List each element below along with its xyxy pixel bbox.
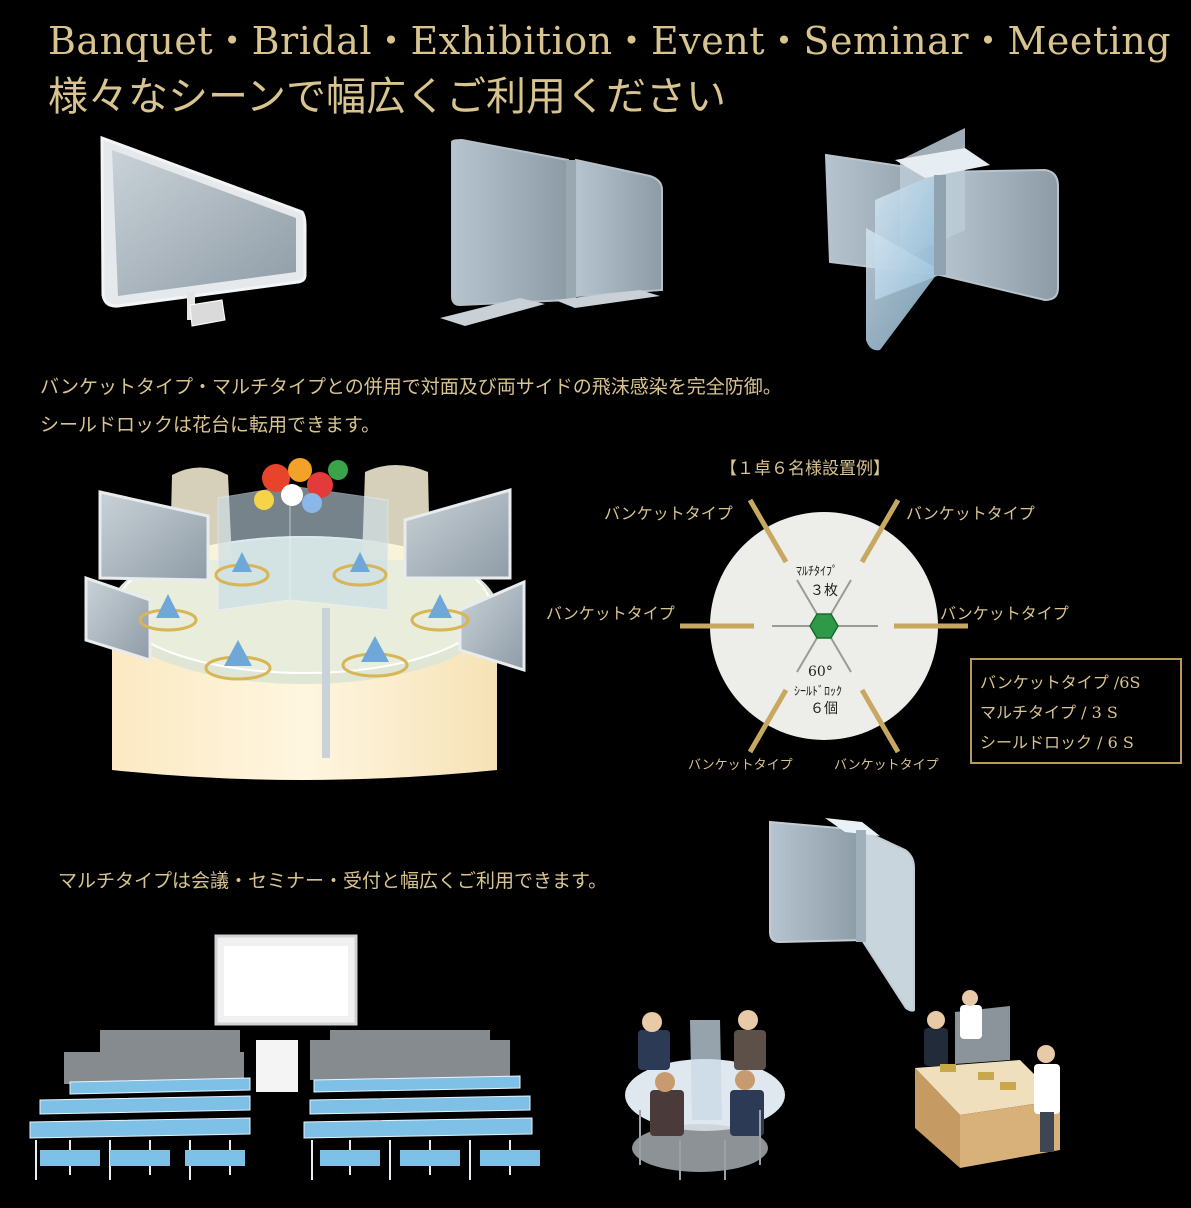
banquet-label-top-left: バンケットタイプ [604,504,733,523]
center-multi-count: ３枚 [810,583,838,599]
placement-diagram [680,498,968,754]
meeting-table-image [625,1010,785,1180]
banquet-type-panel-image [100,135,307,327]
page-subtitle: 様々なシーンで幅広くご利用ください [48,74,726,120]
legend-shield-lock: シールドロック / 6 S [980,733,1134,752]
reception-counter-image [915,990,1060,1168]
diagram-title: 【１卓６名様設置例】 [720,459,890,479]
center-multi-label: ﾏﾙﾁﾀｲﾌﾟ [796,564,839,578]
multi-type-panel-image [440,138,663,326]
angle-label: 60° [808,664,833,680]
quantity-legend: バンケットタイプ /6S マルチタイプ / 3 S シールドロック / 6 S [970,658,1182,764]
round-table-setup-image [84,458,526,780]
seminar-room-image [29,934,540,1180]
multi-use-text: マルチタイプは会議・セミナー・受付と幅広くご利用できます。 [58,870,608,892]
description-line-2: シールドロックは花台に転用できます。 [40,414,381,436]
description-line-1: バンケットタイプ・マルチタイプとの併用で対面及び両サイドの飛沫感染を完全防御。 [40,376,782,398]
banquet-label-bottom-left: バンケットタイプ [688,758,793,773]
lock-label: ｼｰﾙﾄﾞﾛｯｸ [794,684,843,698]
banquet-label-bottom-right: バンケットタイプ [834,758,939,773]
banquet-label-left: バンケットタイプ [546,604,675,623]
multi-type-standalone-image [769,818,915,1012]
shield-lock-cross-image [824,128,1059,351]
banquet-label-right: バンケットタイプ [940,604,1069,623]
legend-multi: マルチタイプ / 3 S [980,703,1118,722]
banquet-label-top-right: バンケットタイプ [906,504,1035,523]
scenes-heading: Banquet・Bridal・Exhibition・Event・Seminar・… [48,19,1172,63]
legend-banquet: バンケットタイプ /6S [980,673,1141,692]
banquet-panel-markers [680,498,968,754]
lock-count: ６個 [810,701,838,717]
